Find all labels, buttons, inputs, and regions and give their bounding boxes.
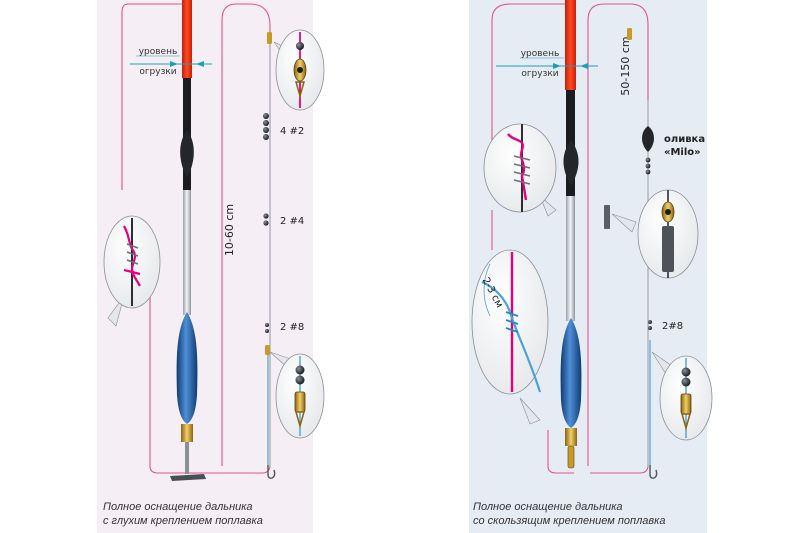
swivel-small-bottom-left: [265, 345, 270, 355]
caption-right-line-2: со скользящим креплением поплавка: [473, 515, 666, 527]
magnifier-knot-right: [483, 123, 557, 217]
level-marker-left: [130, 55, 212, 67]
magnifier-swivel-top-left: [273, 29, 325, 111]
float-body-right: [560, 318, 582, 428]
shot-label-low-right: 2#8: [662, 321, 683, 332]
olive-label-right-1: оливка: [664, 134, 705, 145]
panel-right: уровень огрузки 50-150 cm оливка «Milo» …: [469, 0, 713, 533]
float-antenna-red-right: [565, 0, 576, 90]
float-body: [176, 312, 198, 424]
float-brass-base: [181, 424, 193, 442]
float-stem: [183, 190, 191, 315]
shot-label-top-left: 4 #2: [280, 126, 304, 137]
float-brass-base-right: [565, 428, 577, 446]
magnifier-distance-right: [471, 249, 549, 425]
shot-group-low-right: [648, 320, 652, 330]
line-loop-right: [491, 3, 649, 474]
float-black-bulb: [180, 130, 194, 178]
level-label-left-2: огрузки: [139, 67, 176, 77]
caption-left: Полное оснащение дальника с глухим крепл…: [103, 500, 313, 528]
magnifier-swivel-stopper-right: [611, 189, 699, 279]
hook-icon-right: [649, 465, 658, 479]
length-label-right: 50-150 cm: [619, 36, 632, 95]
float-black-bulb-right: [563, 140, 579, 186]
olive-weight-right: [642, 100, 654, 175]
swivel-small-top-right: [627, 28, 632, 40]
level-label-right-2: огрузки: [521, 69, 558, 79]
caption-right-line-1: Полное оснащение дальника: [473, 501, 623, 513]
shot-group-low-left: [265, 323, 269, 333]
float-right: [560, 0, 582, 469]
level-label-left-1: уровень: [139, 47, 178, 57]
float-keel: [185, 442, 189, 474]
float-antenna-red: [182, 0, 192, 78]
stopper-right: [604, 205, 610, 229]
panel-left: уровень огрузки 10-60 cm 4 #2 2 #4 2 #8: [97, 0, 325, 533]
hook-icon: [267, 465, 276, 479]
level-label-right-1: уровень: [521, 49, 560, 59]
shot-group-mid-left: [263, 213, 269, 226]
shot-label-mid-left: 2 #4: [280, 216, 304, 227]
magnifier-swivel-bottom-right: [651, 351, 713, 441]
level-marker-right: [496, 57, 598, 69]
magnifier-knot-left: [103, 215, 161, 327]
caption-left-line-2: с глухим креплением поплавка: [103, 515, 263, 527]
olive-label-right-2: «Milo»: [664, 147, 701, 158]
float-foot: [170, 474, 206, 481]
float-left: [170, 0, 206, 481]
float-swivel-right: [567, 445, 575, 469]
swivel-small-top-left: [267, 32, 272, 44]
shot-group-top-left: [263, 113, 269, 140]
float-stem-right: [566, 196, 575, 321]
length-label-left: 10-60 cm: [223, 204, 236, 256]
caption-right: Полное оснащение дальника со скользящим …: [473, 500, 707, 528]
shot-label-low-left: 2 #8: [280, 322, 304, 333]
magnifier-swivel-bottom-left: [269, 351, 325, 439]
caption-left-line-1: Полное оснащение дальника: [103, 501, 253, 513]
